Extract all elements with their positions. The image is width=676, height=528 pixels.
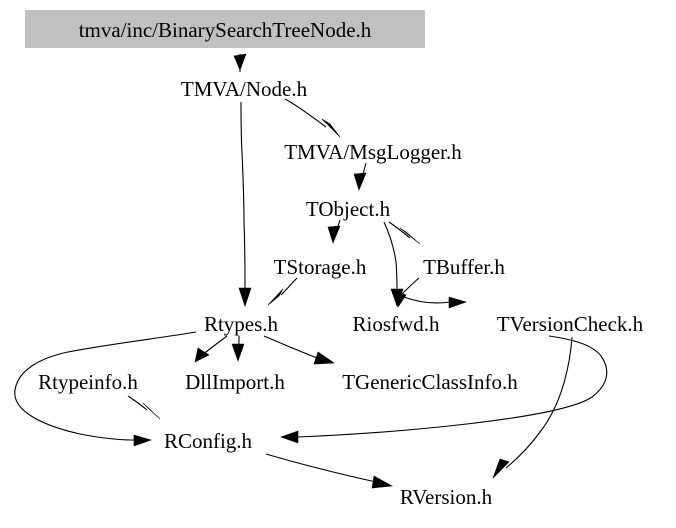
edge-rtypes-to-rtypeinfo [194, 335, 228, 363]
edge-rtypes-to-dllimport [231, 335, 245, 362]
node-label-root[interactable]: tmva/inc/BinarySearchTreeNode.h [79, 18, 372, 42]
edge-node-to-root [233, 53, 247, 72]
edge-tversioncheck-to-rversion [492, 336, 573, 479]
edge-rtypeinfo-to-rconfig [127, 395, 161, 420]
edge-tobject-to-tstorage [327, 219, 341, 244]
edge-msglogger-to-tobject [353, 162, 367, 191]
edge-tbuffer-to-tversioncheck [403, 296, 467, 309]
node-label-rversion[interactable]: RVersion.h [400, 485, 493, 509]
edge-tstorage-to-rtypes [267, 277, 298, 306]
edge-node-to-msglogger [284, 98, 341, 138]
node-label-tstorage[interactable]: TStorage.h [274, 255, 367, 279]
node-label-riosfwd[interactable]: Riosfwd.h [353, 312, 440, 336]
edge-tversioncheck-to-rconfig [280, 335, 608, 444]
edge-rtypes-to-rconfig [14, 331, 197, 447]
edge-tbuffer-to-riosfwd [394, 277, 420, 308]
node-box-root [25, 10, 425, 48]
edge-layer [14, 53, 608, 489]
node-label-tbuffer[interactable]: TBuffer.h [423, 255, 505, 279]
node-label-tmva-node[interactable]: TMVA/Node.h [181, 77, 308, 101]
edge-tobject-to-tbuffer [388, 221, 421, 245]
edge-rtypes-to-tgenericclassinfo [263, 335, 335, 365]
node-label-tversioncheck[interactable]: TVersionCheck.h [497, 312, 644, 336]
node-label-rtypeinfo[interactable]: Rtypeinfo.h [38, 370, 138, 394]
node-label-tmva-msglogger[interactable]: TMVA/MsgLogger.h [284, 140, 462, 164]
node-label-rtypes[interactable]: Rtypes.h [204, 312, 279, 336]
node-label-layer: tmva/inc/BinarySearchTreeNode.h TMVA/Nod… [38, 18, 644, 509]
node-label-tgenericclassinfo[interactable]: TGenericClassInfo.h [342, 370, 518, 394]
node-label-tobject[interactable]: TObject.h [306, 197, 391, 221]
node-label-dllimport[interactable]: DllImport.h [185, 370, 285, 394]
node-label-rconfig[interactable]: RConfig.h [164, 429, 253, 453]
edge-rconfig-to-rversion [265, 453, 393, 489]
edge-node-to-rtypes [238, 101, 252, 307]
